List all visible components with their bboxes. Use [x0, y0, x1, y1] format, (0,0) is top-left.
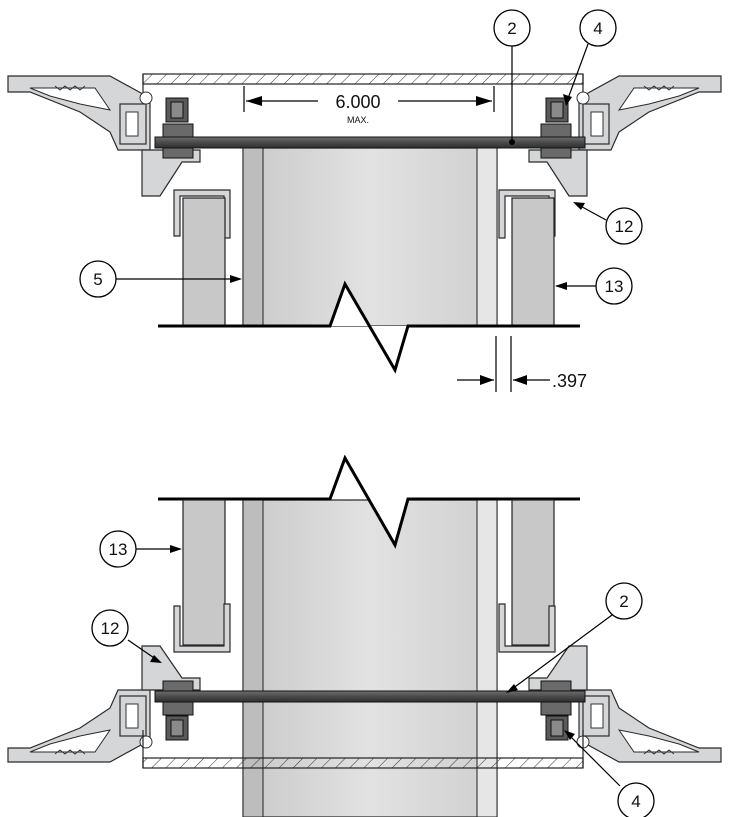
callout-top-insulation: 13 — [555, 267, 633, 305]
callout-bottom-fastener: 4 — [564, 730, 655, 817]
bottom-left-channel — [173, 603, 231, 653]
bottom-left-insulation — [182, 499, 226, 646]
bottom-right-channel — [498, 603, 556, 653]
callout-bottom-insulation: 13 — [99, 530, 182, 568]
gap-dimension-value: .397 — [552, 371, 587, 391]
svg-text:4: 4 — [631, 792, 640, 811]
top-right-extrusion — [528, 75, 722, 197]
width-dimension: 6.000 MAX. — [243, 86, 495, 125]
width-dimension-value: 6.000 — [335, 92, 380, 112]
svg-text:12: 12 — [101, 619, 120, 638]
top-left-extrusion — [7, 75, 201, 197]
top-break-line — [158, 280, 580, 374]
callout-top-adapter: 12 — [573, 202, 643, 245]
bottom-right-bolt — [540, 680, 572, 741]
callout-top-plate: 2 — [493, 9, 531, 145]
bottom-left-extrusion — [7, 645, 201, 763]
svg-text:13: 13 — [109, 540, 128, 559]
svg-text:5: 5 — [93, 270, 102, 289]
svg-text:4: 4 — [593, 19, 602, 38]
callout-top-mullion: 5 — [79, 260, 242, 298]
top-right-bolt — [540, 97, 572, 159]
bottom-left-bolt — [162, 680, 194, 741]
svg-text:12: 12 — [615, 217, 634, 236]
width-dimension-note: MAX. — [347, 115, 369, 125]
bottom-steel-plate — [154, 690, 586, 703]
callout-bottom-adapter: 12 — [91, 609, 162, 663]
bottom-cover-plate — [142, 757, 584, 769]
top-cover-plate — [142, 73, 584, 85]
top-steel-plate — [154, 136, 586, 149]
bottom-mullion-tube — [242, 499, 498, 817]
callout-top-fastener: 4 — [563, 9, 617, 106]
top-left-insulation — [182, 197, 226, 327]
top-left-bolt — [162, 97, 194, 159]
top-mullion-tube — [242, 147, 498, 327]
svg-text:2: 2 — [619, 592, 628, 611]
gap-dimension: .397 — [457, 336, 587, 392]
svg-text:13: 13 — [605, 277, 624, 296]
svg-text:2: 2 — [507, 19, 516, 38]
bottom-section: 13 12 2 4 — [7, 454, 722, 817]
top-right-insulation — [511, 197, 555, 327]
top-section: 6.000 MAX. .397 2 4 — [7, 9, 722, 392]
callout-bottom-plate: 2 — [506, 582, 643, 693]
bottom-right-insulation — [511, 499, 555, 646]
